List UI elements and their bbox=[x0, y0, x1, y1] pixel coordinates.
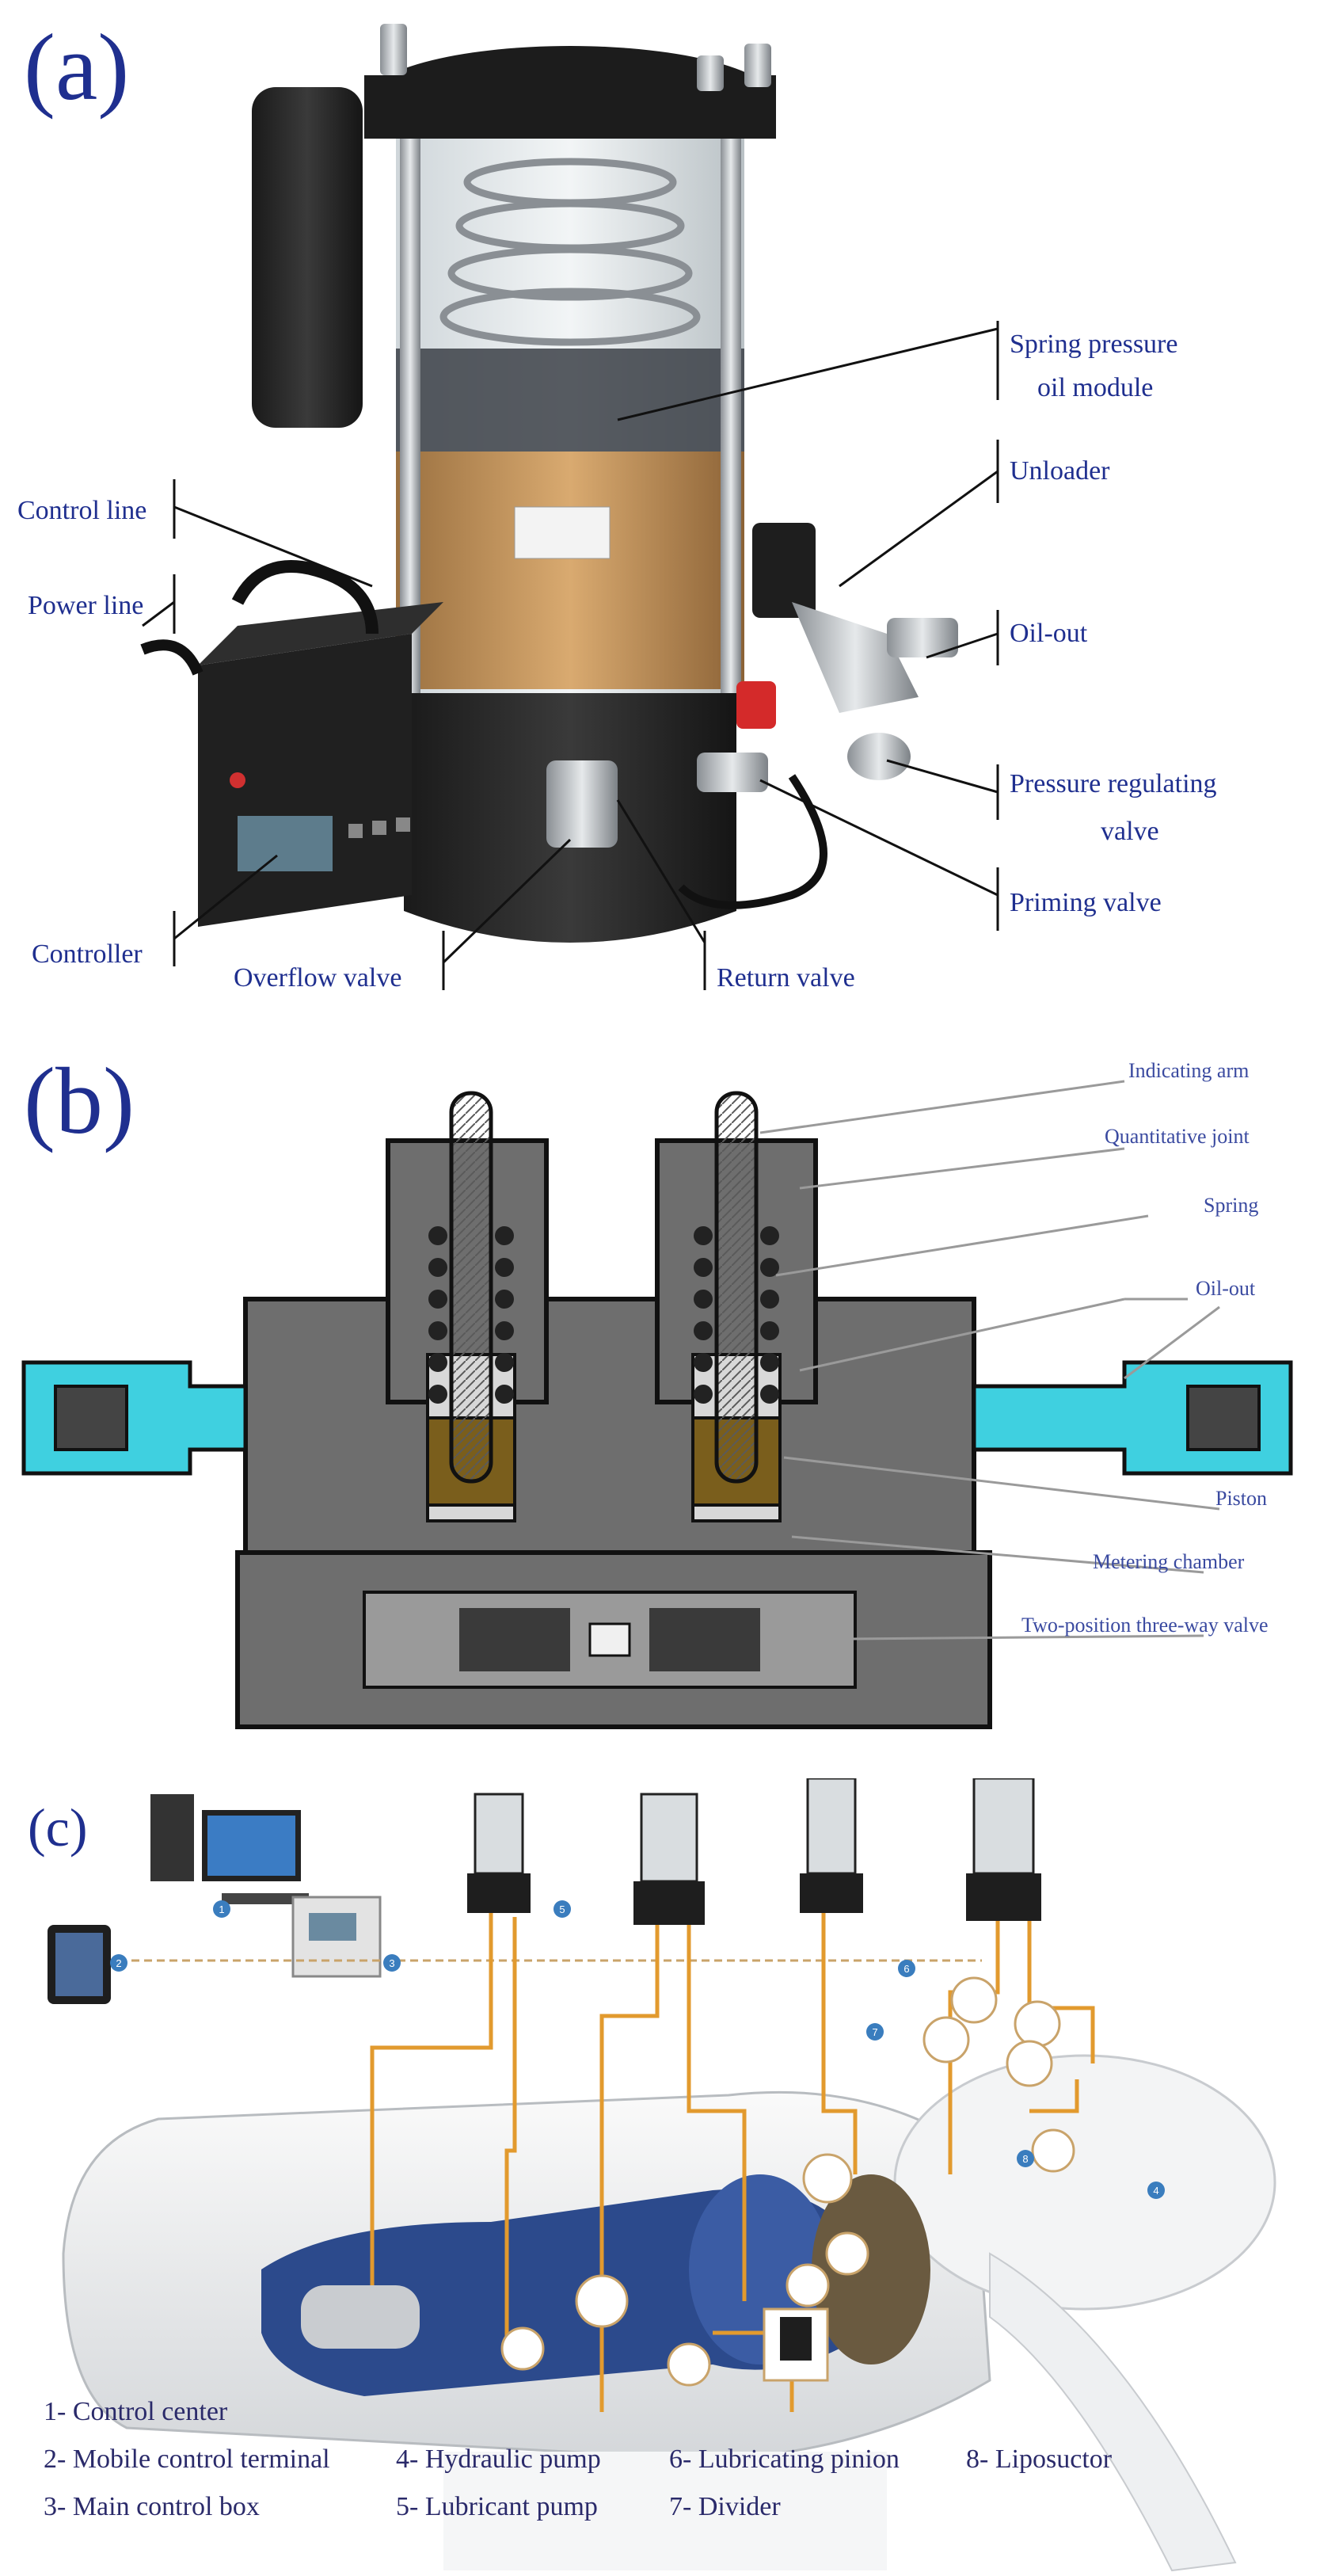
control-cable bbox=[231, 560, 379, 634]
callout-pressure-regulating-1: Pressure regulating bbox=[1010, 769, 1217, 798]
badge-8: 8 bbox=[1022, 2153, 1028, 2165]
priming-valve-body bbox=[697, 753, 768, 792]
tie-rod-left bbox=[400, 139, 420, 693]
panel-b-cross-section: (b) Indicating arm Quantitative join bbox=[0, 1038, 1320, 1778]
tie-rod-right bbox=[721, 139, 741, 693]
controller-buttons bbox=[348, 817, 410, 838]
pressure-regulating-valve bbox=[847, 733, 911, 780]
number-badges: 1 2 3 4 5 6 7 8 bbox=[110, 1900, 1165, 2199]
top-bolts bbox=[380, 24, 771, 91]
controller-display bbox=[238, 816, 333, 871]
detail-bubbles bbox=[500, 1976, 1075, 2387]
grease-fill bbox=[396, 452, 744, 689]
control-center-computer bbox=[150, 1794, 309, 1904]
panel-b-label: (b) bbox=[24, 1048, 135, 1153]
left-indicating-arm bbox=[449, 1091, 493, 1484]
label-sticker bbox=[514, 506, 611, 559]
oil-out-fitting bbox=[792, 602, 919, 713]
callout-indicating-arm: Indicating arm bbox=[1128, 1059, 1249, 1082]
metering-valve-section: (b) Indicating arm Quantitative join bbox=[21, 1048, 1293, 1729]
callout-overflow-valve: Overflow valve bbox=[234, 963, 401, 993]
legend-item-6: 6- Lubricating pinion bbox=[669, 2445, 900, 2474]
panel-a-label: (a) bbox=[24, 14, 129, 120]
badge-3: 3 bbox=[389, 1957, 394, 1969]
callout-power-line: Power line bbox=[28, 591, 143, 620]
pump-illustration: (a) bbox=[17, 14, 1217, 993]
legend-item-3: 3- Main control box bbox=[44, 2492, 260, 2521]
legend: 1- Control center 2- Mobile control term… bbox=[44, 2397, 1113, 2521]
spring-coils bbox=[439, 158, 701, 346]
callout-quantitative-joint: Quantitative joint bbox=[1105, 1125, 1250, 1148]
wind-turbine-system: (c) bbox=[28, 1778, 1276, 2572]
badge-4: 4 bbox=[1153, 2185, 1158, 2197]
lubricant-pump-1 bbox=[467, 1793, 531, 1913]
callout-leaders-b bbox=[759, 1080, 1220, 1641]
callout-metering-chamber: Metering chamber bbox=[1093, 1550, 1245, 1573]
hydraulic-pump-2 bbox=[966, 1778, 1041, 1921]
legend-item-5: 5- Lubricant pump bbox=[396, 2492, 598, 2521]
callout-controller: Controller bbox=[32, 939, 143, 969]
overflow-valve-body bbox=[546, 760, 618, 848]
callout-spring-module-2: oil module bbox=[1037, 373, 1153, 402]
callout-lines bbox=[142, 321, 999, 990]
callout-priming-valve: Priming valve bbox=[1010, 888, 1162, 917]
legend-item-1: 1- Control center bbox=[44, 2397, 228, 2426]
callout-oil-out-b: Oil-out bbox=[1196, 1277, 1256, 1300]
right-indicating-arm bbox=[714, 1091, 759, 1484]
rotor-hub bbox=[893, 2054, 1276, 2311]
badge-1: 1 bbox=[219, 1903, 224, 1915]
return-hose bbox=[678, 774, 827, 909]
callout-unloader: Unloader bbox=[1010, 456, 1110, 486]
callout-spring-module-1: Spring pressure bbox=[1010, 330, 1177, 359]
red-cap bbox=[736, 681, 776, 729]
tower-top bbox=[443, 2452, 887, 2570]
oil-lines bbox=[370, 1913, 1095, 2412]
legend-item-2: 2- Mobile control terminal bbox=[44, 2445, 330, 2474]
generator bbox=[301, 2285, 420, 2349]
callout-return-valve: Return valve bbox=[717, 963, 855, 993]
callout-control-line: Control line bbox=[17, 496, 146, 525]
rotor-blade bbox=[989, 2252, 1237, 2572]
power-cable bbox=[140, 639, 204, 676]
yaw-ring bbox=[812, 2174, 930, 2365]
callout-oil-out: Oil-out bbox=[1010, 619, 1088, 648]
panel-c-system-layout: (c) bbox=[0, 1778, 1320, 2576]
callout-spring: Spring bbox=[1204, 1194, 1258, 1217]
badge-5: 5 bbox=[559, 1903, 565, 1915]
unloader-body bbox=[752, 523, 816, 618]
spring-coils-section bbox=[428, 1226, 779, 1404]
badge-6: 6 bbox=[903, 1963, 909, 1975]
callout-pressure-regulating-2: valve bbox=[1101, 817, 1159, 846]
hydraulic-pump-1 bbox=[633, 1793, 705, 1925]
panel-a-pump-photo: (a) bbox=[0, 0, 1320, 1038]
lubricant-pump-2 bbox=[800, 1778, 863, 1913]
legend-item-7: 7- Divider bbox=[669, 2492, 781, 2521]
callout-piston: Piston bbox=[1215, 1487, 1267, 1510]
badge-7: 7 bbox=[872, 2026, 877, 2038]
callout-two-position-valve: Two-position three-way valve bbox=[1021, 1614, 1269, 1637]
legend-item-4: 4- Hydraulic pump bbox=[396, 2445, 601, 2474]
badge-2: 2 bbox=[116, 1957, 121, 1969]
back-cylinder bbox=[252, 87, 363, 428]
panel-c-label: (c) bbox=[28, 1797, 87, 1858]
legend-item-8: 8- Liposuctor bbox=[966, 2445, 1113, 2474]
